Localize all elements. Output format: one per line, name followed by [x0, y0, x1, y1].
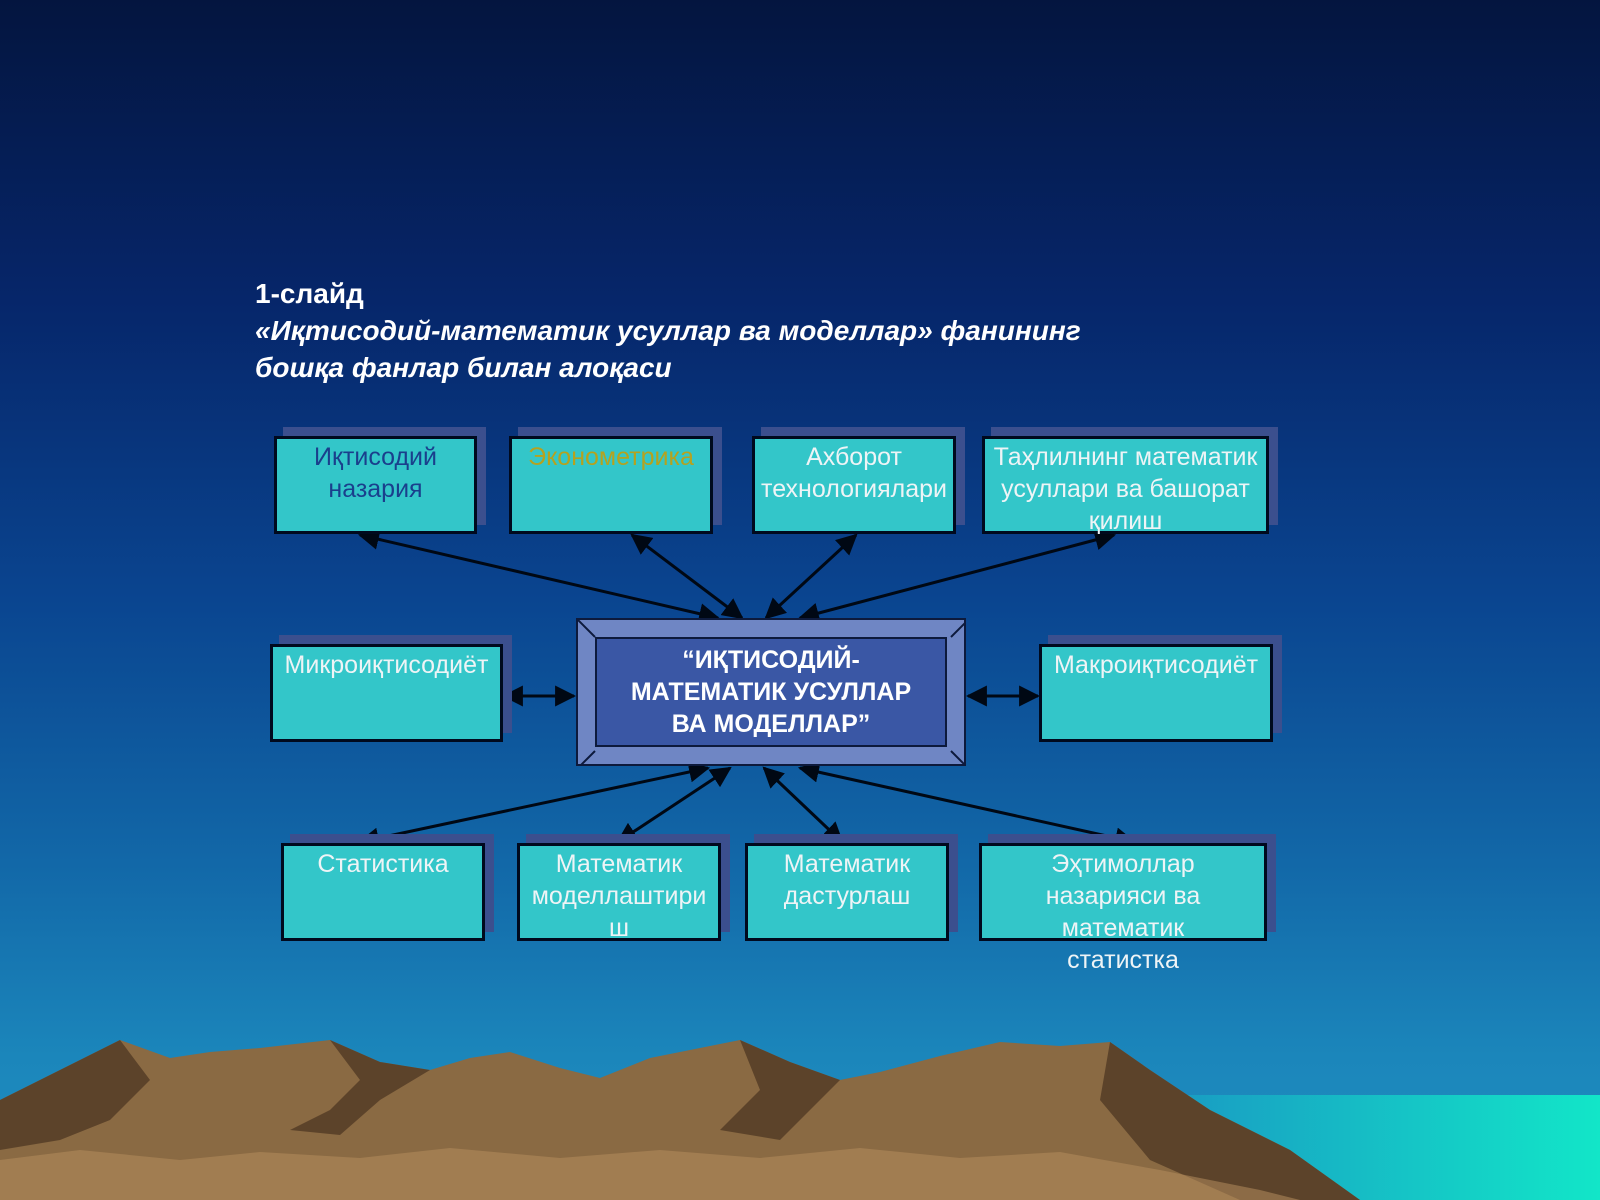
arrow-center-statistika [357, 761, 711, 849]
node-line: Ахборот [806, 443, 902, 471]
node-line: Таҳлилнинг математик [993, 443, 1258, 471]
arrow-center-mat-dastur [762, 766, 844, 844]
mountain-shade [720, 1040, 840, 1140]
node-mikroiqtisodiyot: Микроиқтисодиёт [270, 644, 503, 742]
node-line: назарияси ва [1045, 882, 1201, 910]
node-line: назария [328, 475, 423, 503]
node-matematik-dasturlash: Математик дастурлаш [745, 843, 949, 941]
mountain-shade [1100, 1042, 1360, 1200]
node-line: Статистика [317, 850, 449, 878]
node-line: технологиялари [761, 475, 947, 503]
center-node: “ИҚТИСОДИЙ- МАТЕМАТИК УСУЛЛАР ВА МОДЕЛЛА… [576, 618, 966, 766]
mountain-shade [0, 1040, 150, 1150]
node-line: Эҳтимоллар [1051, 850, 1195, 878]
node-line: статистка [1067, 946, 1179, 974]
mountain-landscape [0, 1040, 1600, 1200]
node-makroiqtisodiyot: Макроиқтисодиёт [1039, 644, 1273, 742]
slide-subtitle-line2: бошқа фанлар билан алоқаси [255, 352, 672, 383]
slide-number-label: 1-слайд [255, 278, 364, 309]
center-line: “ИҚТИСОДИЙ- [682, 646, 860, 674]
arrow-center-ekonometrika [630, 533, 744, 620]
node-line: қилиш [1088, 507, 1163, 535]
node-ehtimollar-nazariyasi: Эҳтимоллар назарияси ва математик статис… [979, 843, 1267, 974]
center-line: ВА МОДЕЛЛАР” [671, 710, 871, 738]
mountain-shade [290, 1040, 430, 1135]
mountain-highlight [0, 1148, 1300, 1200]
node-tahlil-usullari: Таҳлилнинг математик усуллари ва башорат… [982, 436, 1269, 535]
node-line: дастурлаш [783, 882, 911, 910]
arrow-center-iqtisodiy-nazariya [357, 529, 721, 624]
slide-title-block: 1-слайд «Иқтисодий-математик усуллар ва … [255, 275, 1255, 386]
center-line: МАТЕМАТИК УСУЛЛАР [630, 678, 912, 706]
node-statistika: Статистика [281, 843, 485, 941]
node-line: математик [1061, 914, 1185, 942]
node-line: Микроиқтисодиёт [284, 651, 489, 679]
node-matematik-modellashtirish: Математик моделлаштири ш [517, 843, 721, 942]
arrow-center-ehtimol [797, 761, 1137, 849]
node-line: Иқтисодий [314, 443, 437, 471]
node-line: Математик [783, 850, 911, 878]
node-iqtisodiy-nazariya: Иқтисодий назария [274, 436, 477, 534]
arrow-center-mat-model [616, 766, 732, 844]
node-ekonometrika: Эконометрика [509, 436, 713, 534]
node-line: ш [608, 914, 630, 942]
node-line: усуллари ва башорат [1001, 475, 1250, 503]
center-bevel [578, 620, 964, 764]
node-line: Математик [555, 850, 683, 878]
slide-subtitle-line1: «Иқтисодий-математик усуллар ва моделлар… [255, 315, 1081, 346]
node-line: Макроиқтисодиёт [1053, 651, 1259, 679]
node-line: Эконометрика [528, 443, 694, 471]
arrow-center-tahlil [797, 529, 1117, 624]
node-line: моделлаштири [531, 882, 707, 910]
node-axborot-texnologiyalari: Ахборот технологиялари [752, 436, 956, 534]
center-node-label: “ИҚТИСОДИЙ- МАТЕМАТИК УСУЛЛАР ВА МОДЕЛЛА… [595, 637, 947, 747]
